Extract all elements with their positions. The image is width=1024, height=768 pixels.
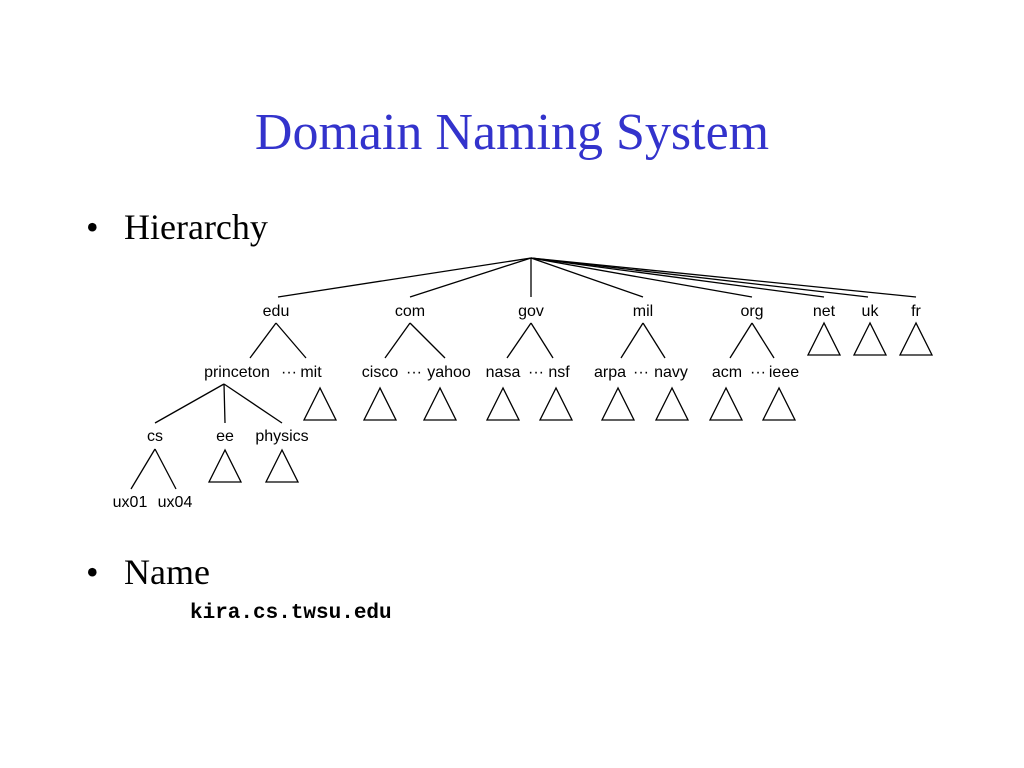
second-level-ieee-label: ieee <box>769 364 799 381</box>
tld-net-label: net <box>813 303 836 320</box>
nsf-subtree-triangle-icon <box>538 386 574 421</box>
princeton-edges <box>154 383 283 424</box>
second-level-nasa-label: nasa <box>486 364 521 381</box>
second-level-arpa-label: arpa <box>594 364 626 381</box>
tld-gov-label: gov <box>518 303 544 320</box>
fr-subtree-triangle-icon <box>898 321 934 356</box>
arpa-subtree-triangle-icon <box>600 386 636 421</box>
cs-edges <box>130 448 177 490</box>
tld-org-label: org <box>740 303 763 320</box>
second-level-yahoo-label: yahoo <box>427 364 471 381</box>
bullet-dot-icon: • <box>86 207 99 247</box>
third-level-physics-label: physics <box>255 428 308 445</box>
third-level-cs-label: cs <box>147 428 163 445</box>
tld-uk-label: uk <box>862 303 880 320</box>
physics-subtree-triangle-icon <box>264 448 300 483</box>
bullet-dot-icon: • <box>86 552 99 592</box>
host-ux01-label: ux01 <box>113 494 148 511</box>
bullet-name: • Name <box>86 551 210 593</box>
second-level-cisco-label: cisco <box>362 364 399 381</box>
domain-name-example: kira.cs.twsu.edu <box>190 602 392 625</box>
ellipsis-com: ··· <box>406 364 422 381</box>
ee-subtree-triangle-icon <box>207 448 243 483</box>
ellipsis-org: ··· <box>750 364 766 381</box>
second-level-nsf-label: nsf <box>548 364 570 381</box>
host-ux04-label: ux04 <box>158 494 193 511</box>
tld-edu-label: edu <box>263 303 290 320</box>
ieee-subtree-triangle-icon <box>761 386 797 421</box>
nasa-subtree-triangle-icon <box>485 386 521 421</box>
tld-edges <box>249 322 775 359</box>
acm-subtree-triangle-icon <box>708 386 744 421</box>
ellipsis-edu: ··· <box>281 364 297 381</box>
second-level-princeton-label: princeton <box>204 364 270 381</box>
root-edges <box>277 257 917 298</box>
tld-mil-label: mil <box>633 303 653 320</box>
ellipsis-mil: ··· <box>633 364 649 381</box>
navy-subtree-triangle-icon <box>654 386 690 421</box>
net-subtree-triangle-icon <box>806 321 842 356</box>
ellipsis-gov: ··· <box>528 364 544 381</box>
cisco-subtree-triangle-icon <box>362 386 398 421</box>
second-level-mit-label: mit <box>300 364 322 381</box>
bullet-hierarchy: • Hierarchy <box>86 206 268 248</box>
slide-title: Domain Naming System <box>254 104 770 161</box>
bullet-hierarchy-text: Hierarchy <box>124 207 268 247</box>
tld-com-label: com <box>395 303 425 320</box>
uk-subtree-triangle-icon <box>852 321 888 356</box>
second-level-acm-label: acm <box>712 364 742 381</box>
second-level-navy-label: navy <box>654 364 688 381</box>
yahoo-subtree-triangle-icon <box>422 386 458 421</box>
tld-fr-label: fr <box>911 303 921 320</box>
bullet-name-text: Name <box>124 552 210 592</box>
third-level-ee-label: ee <box>216 428 234 445</box>
mit-subtree-triangle-icon <box>302 386 338 421</box>
